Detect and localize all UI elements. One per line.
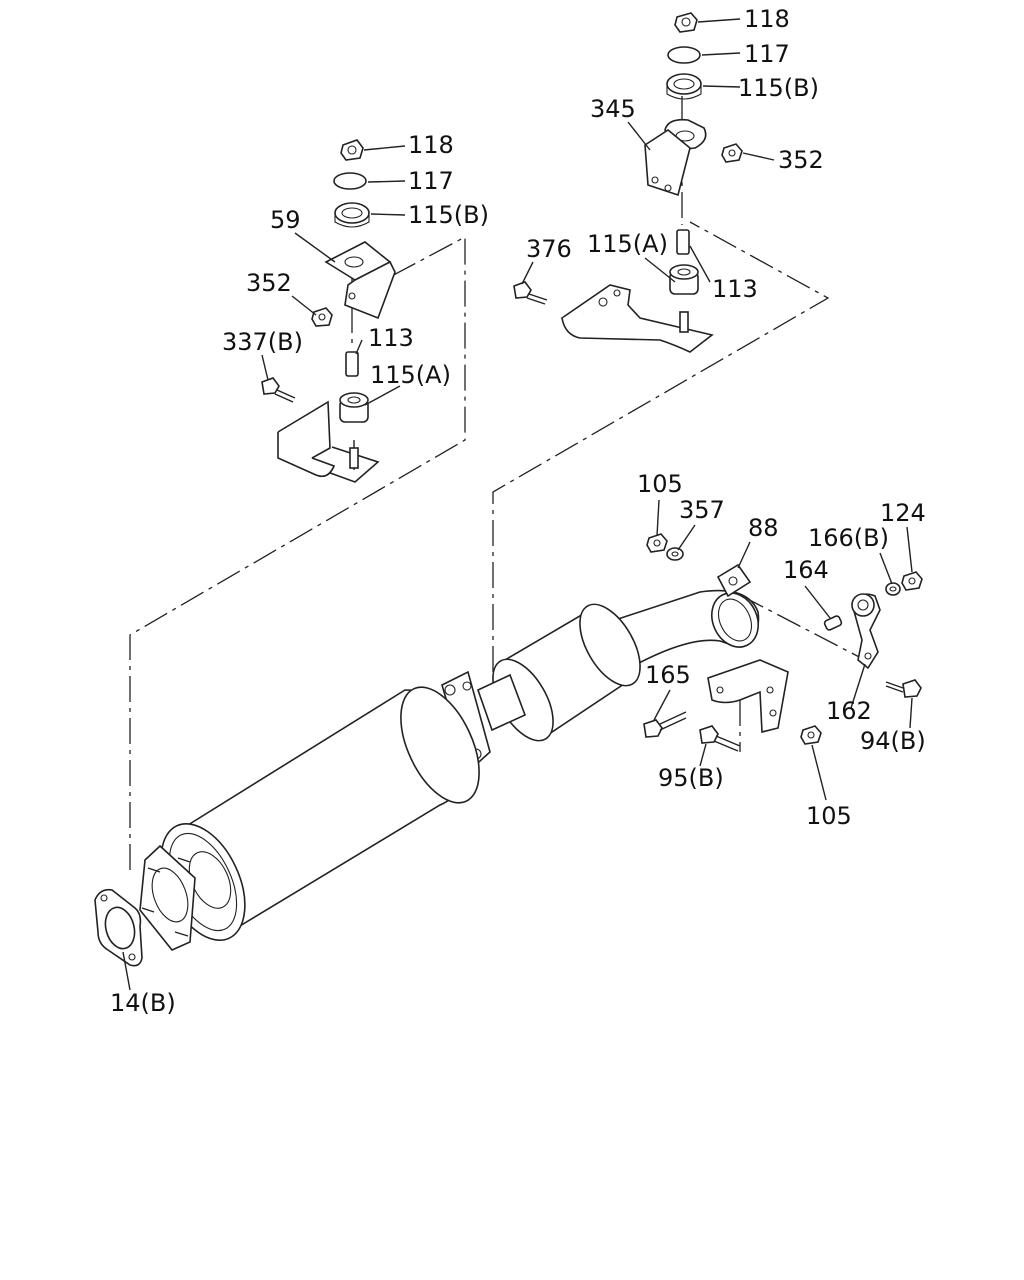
callout-337b: 337(B) [222,328,303,356]
callout-113-left: 113 [368,324,414,352]
callout-117-left: 117 [408,167,454,195]
callout-14b: 14(B) [110,989,176,1017]
callout-115b-right: 115(B) [738,74,819,102]
callout-118-left: 118 [408,131,454,159]
callout-124: 124 [880,499,926,527]
muffler-assembly [139,589,760,951]
callout-165: 165 [645,661,691,689]
callout-115b-left: 115(B) [408,201,489,229]
callout-118-right: 118 [744,5,790,33]
gasket-14b [94,888,143,967]
callout-88: 88 [748,514,779,542]
callout-164: 164 [783,556,829,584]
leader-lines [122,18,913,991]
callout-labels: 118 117 115(B) 345 352 376 115(A) 113 11… [110,5,926,1017]
left-hanger-assembly [261,139,396,483]
callout-59: 59 [270,206,301,234]
callout-352-left: 352 [246,269,292,297]
callout-376: 376 [526,235,572,263]
assembly-guide-lines [129,96,866,911]
callout-113-right: 113 [712,275,758,303]
callout-352-right: 352 [778,146,824,174]
callout-117-right: 117 [744,40,790,68]
callout-94b: 94(B) [860,727,926,755]
callout-166b: 166(B) [808,524,889,552]
callout-357: 357 [679,496,725,524]
callout-115a-right: 115(A) [587,230,668,258]
callout-345: 345 [590,95,636,123]
rear-mount-hardware [643,533,923,752]
callout-95b: 95(B) [658,764,724,792]
callout-115a-left: 115(A) [370,361,451,389]
right-hanger-assembly [513,12,743,353]
callout-105-top: 105 [637,470,683,498]
callout-105-bottom: 105 [806,802,852,830]
callout-162: 162 [826,697,872,725]
